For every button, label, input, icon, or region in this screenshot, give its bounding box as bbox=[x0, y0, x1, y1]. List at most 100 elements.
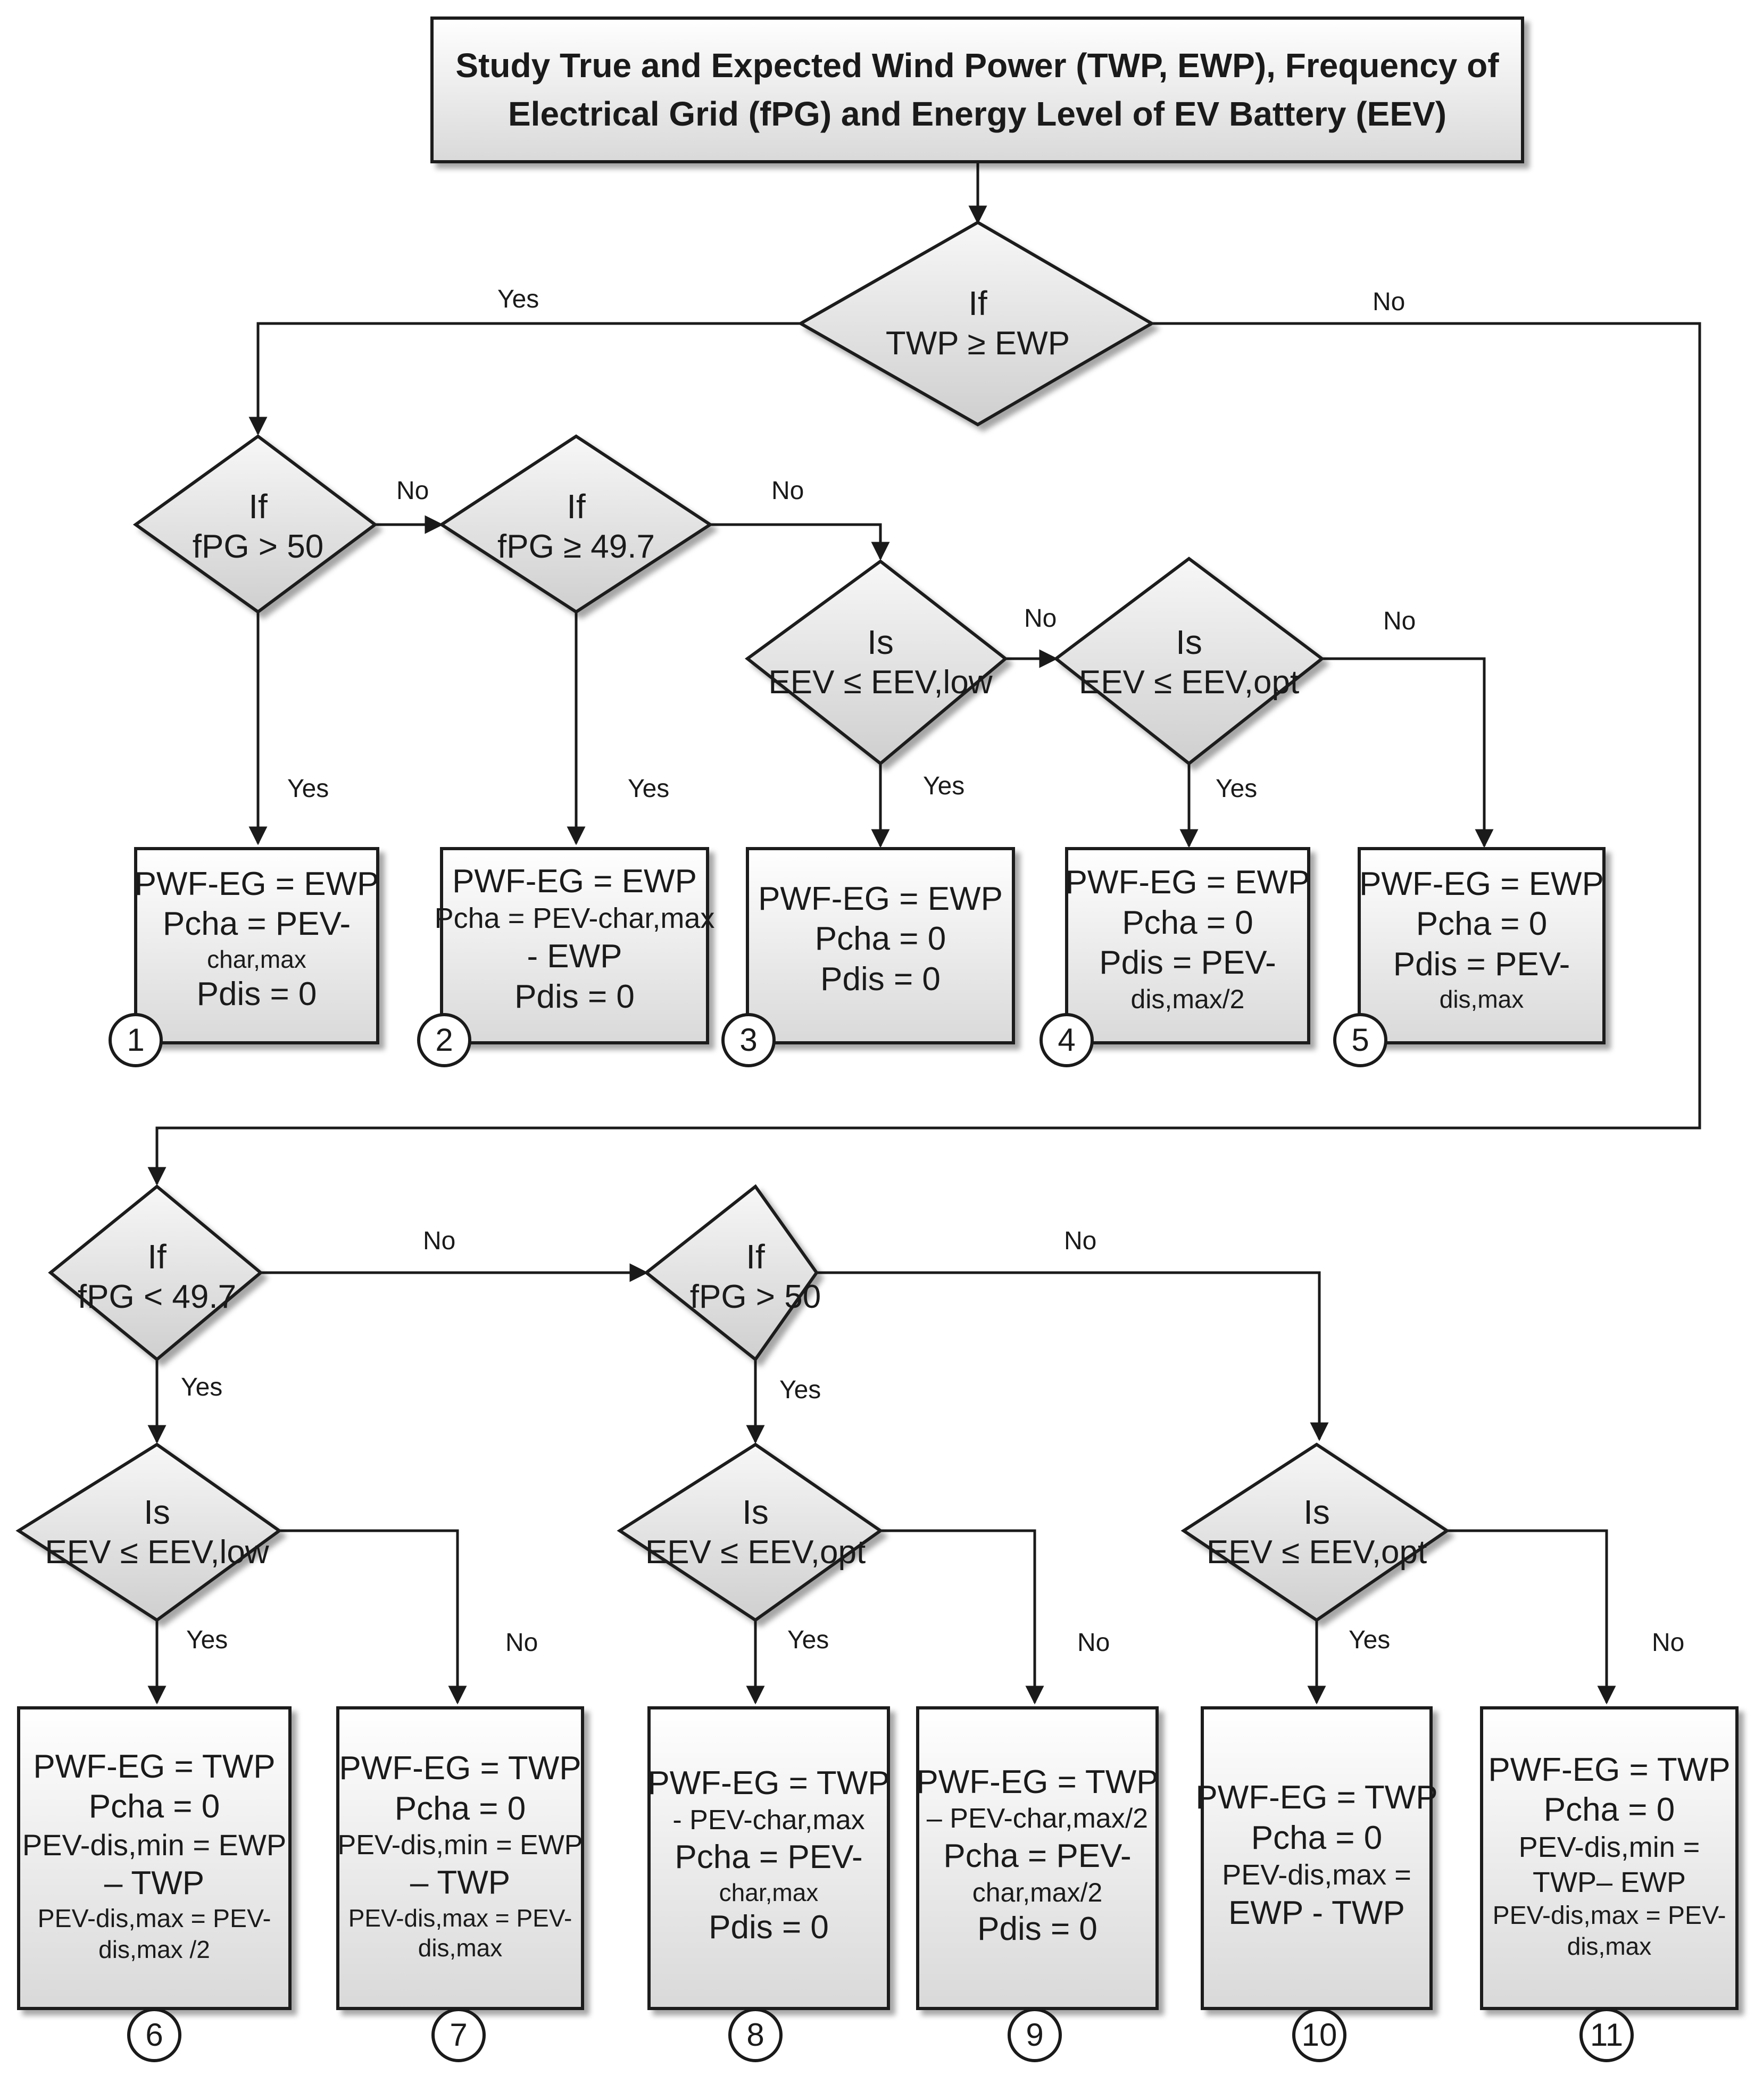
action-line: Pcha = 0 bbox=[1416, 906, 1548, 943]
decision-condition: EEV ≤ EEV,opt bbox=[1078, 664, 1300, 701]
decision-fpg-gt-50-lower: If fPG > 50 bbox=[662, 1218, 849, 1335]
connector-d8-no bbox=[880, 1529, 1044, 1705]
action-line: PWF-EG = EWP bbox=[1359, 865, 1604, 902]
action-line: TWP– EWP bbox=[1532, 1866, 1686, 1898]
number-badges bbox=[109, 1013, 1634, 2062]
edge-label-no: No bbox=[1652, 1629, 1685, 1657]
action-line: PEV-dis,max = PEV- bbox=[348, 1904, 572, 1932]
action-box-8: PWF-EG = TWP - PEV-char,max Pcha = PEV- … bbox=[647, 1711, 889, 2001]
action-line: Pdis = 0 bbox=[820, 960, 941, 998]
decision-eev-le-opt: Is EEV ≤ EEV,opt bbox=[1079, 599, 1299, 726]
decision-fpg-gt-50: If fPG > 50 bbox=[165, 468, 351, 585]
action-line: PWF-EG = TWP bbox=[33, 1748, 276, 1785]
action-line: – TWP bbox=[410, 1864, 511, 1901]
action-line: Pcha = 0 bbox=[1122, 904, 1253, 941]
decision-eev-le-low: Is EEV ≤ EEV,low bbox=[768, 599, 992, 726]
decision-shape-d0 bbox=[797, 220, 1155, 427]
decision-eev-le-opt-right: Is EEV ≤ EEV,opt bbox=[1206, 1474, 1427, 1591]
action-line: Pdis = 0 bbox=[709, 1909, 829, 1946]
decision-condition: fPG ≥ 49.7 bbox=[497, 528, 655, 566]
edge-label-yes: Yes bbox=[497, 285, 539, 313]
edge-label-yes: Yes bbox=[287, 775, 329, 803]
action-shape-4 bbox=[1065, 847, 1310, 1044]
connector-d7-no bbox=[279, 1529, 467, 1705]
badge-number-11: 11 bbox=[1590, 2017, 1624, 2053]
action-line: - EWP bbox=[527, 938, 622, 975]
decision-keyword: Is bbox=[867, 623, 894, 662]
decision-shape-d3 bbox=[745, 559, 1008, 766]
connectors bbox=[147, 163, 1701, 1705]
action-line: Pcha = PEV- bbox=[162, 906, 351, 943]
action-line: Pdis = PEV- bbox=[1393, 945, 1570, 983]
action-line: – PEV-char,max/2 bbox=[926, 1803, 1149, 1835]
edge-label-yes: Yes bbox=[186, 1626, 228, 1654]
action-line: Pdis = 0 bbox=[196, 975, 317, 1012]
decision-condition: fPG > 50 bbox=[192, 528, 324, 566]
edge-label-yes: Yes bbox=[779, 1376, 821, 1404]
badge-number-9: 9 bbox=[1026, 2017, 1044, 2053]
decision-shape-d4 bbox=[1053, 557, 1325, 766]
badge-number-8: 8 bbox=[746, 2017, 764, 2053]
edge-label-no: No bbox=[771, 477, 804, 505]
action-line: PEV-dis,max = PEV- bbox=[1492, 1901, 1726, 1930]
decision-condition: EEV ≤ EEV,low bbox=[45, 1534, 269, 1571]
edge-label-no: No bbox=[1077, 1629, 1110, 1657]
connector-d9-no bbox=[1447, 1529, 1616, 1705]
edge-label-yes: Yes bbox=[1216, 775, 1258, 803]
action-shape-7 bbox=[336, 1706, 584, 2010]
action-line: Pdis = 0 bbox=[977, 1910, 1097, 1947]
decision-shape-d7 bbox=[15, 1442, 282, 1622]
action-line: PWF-EG = TWP bbox=[1488, 1751, 1731, 1788]
action-line: char,max/2 bbox=[972, 1877, 1103, 1907]
action-line: PEV-dis,min = EWP bbox=[22, 1828, 287, 1862]
action-shape-2 bbox=[440, 847, 709, 1044]
action-shape-11 bbox=[1480, 1706, 1739, 2010]
action-box-9: PWF-EG = TWP – PEV-char,max/2 Pcha = PEV… bbox=[916, 1711, 1158, 2001]
action-box-6: PWF-EG = TWP Pcha = 0 PEV-dis,min = EWP … bbox=[19, 1711, 290, 2001]
decision-diamonds bbox=[15, 220, 1450, 1622]
badge-number-4: 4 bbox=[1058, 1022, 1076, 1058]
badge-circle-1 bbox=[109, 1013, 163, 1067]
connector-d0-yes bbox=[248, 322, 801, 436]
decision-condition: EEV ≤ EEV,opt bbox=[645, 1534, 866, 1571]
badge-number-5: 5 bbox=[1351, 1022, 1369, 1058]
edge-label-yes: Yes bbox=[787, 1626, 829, 1654]
decision-shape-d5 bbox=[48, 1184, 263, 1362]
edge-label-yes: Yes bbox=[628, 775, 670, 803]
action-line: EWP - TWP bbox=[1228, 1895, 1405, 1932]
badge-number-6: 6 bbox=[145, 2017, 163, 2053]
start-text: Study True and Expected Wind Power (TWP,… bbox=[432, 18, 1523, 162]
edge-label-no: No bbox=[1383, 607, 1416, 635]
edge-label-no: No bbox=[423, 1227, 456, 1255]
action-line: Pcha = PEV- bbox=[943, 1837, 1132, 1874]
decision-condition: TWP ≥ EWP bbox=[885, 325, 1070, 362]
decision-condition: EEV ≤ EEV,opt bbox=[1206, 1534, 1427, 1571]
decision-fpg-ge-49-7: If fPG ≥ 49.7 bbox=[481, 468, 671, 585]
action-shape-10 bbox=[1201, 1706, 1433, 2010]
action-line: Pdis = 0 bbox=[514, 978, 635, 1015]
connector-d4-no bbox=[1322, 657, 1494, 848]
action-line: Pcha = 0 bbox=[814, 920, 946, 958]
badge-number-10: 10 bbox=[1301, 2017, 1337, 2053]
badge-number-2: 2 bbox=[435, 1022, 453, 1058]
action-shape-1 bbox=[134, 847, 379, 1044]
connector-d6-no bbox=[817, 1271, 1329, 1441]
decision-eev-le-opt-mid: Is EEV ≤ EEV,opt bbox=[645, 1474, 866, 1591]
action-shape-8 bbox=[647, 1706, 890, 2010]
action-line: char,max bbox=[719, 1878, 819, 1906]
edge-label-no: No bbox=[1373, 288, 1406, 316]
action-line: Pcha = PEV- bbox=[675, 1839, 863, 1876]
action-line: - PEV-char,max bbox=[672, 1804, 865, 1836]
action-line: PEV-dis,min = EWP bbox=[337, 1830, 583, 1861]
decision-keyword: Is bbox=[742, 1493, 769, 1532]
action-line: Pcha = 0 bbox=[394, 1790, 526, 1827]
action-box-2: PWF-EG = EWP Pcha = PEV-char,max - EWP P… bbox=[435, 851, 715, 1027]
decision-fpg-lt-49-7: If fPG < 49.7 bbox=[61, 1218, 253, 1335]
action-line: dis,max bbox=[418, 1933, 503, 1962]
decision-shape-d1 bbox=[132, 434, 378, 614]
title-line-1: Study True and Expected Wind Power (TWP,… bbox=[455, 46, 1499, 85]
decision-keyword: If bbox=[248, 487, 268, 526]
action-line: – TWP bbox=[104, 1865, 205, 1902]
action-line: PWF-EG = EWP bbox=[1065, 864, 1310, 901]
